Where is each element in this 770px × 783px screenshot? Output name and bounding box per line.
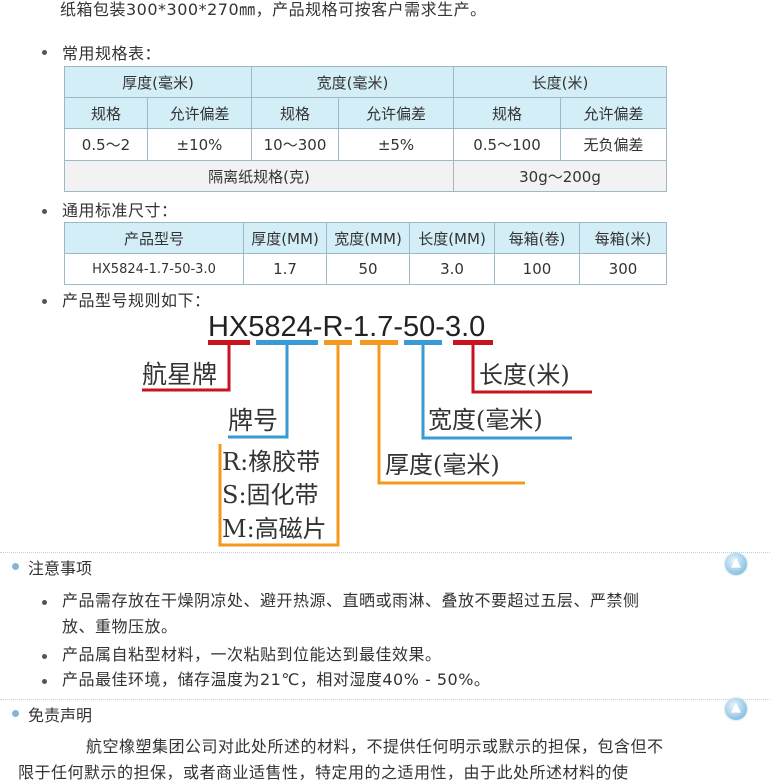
bullet	[42, 299, 47, 304]
disclaimer-title: 免责声明	[28, 706, 93, 725]
model-rule-title: 产品型号规则如下：	[62, 291, 211, 310]
std-cell: 3.0	[409, 253, 495, 285]
note-item: 产品最佳环境，储存温度为21℃，相对湿度40% - 50%。	[62, 670, 491, 689]
width-connector	[421, 345, 572, 440]
subheader: 允许偏差	[338, 97, 454, 129]
spec-table: 厚度(毫米) 宽度(毫米) 长度(米) 规格 允许偏差 规格 允许偏差 规格 允…	[64, 66, 667, 192]
standard-table: 产品型号 厚度(MM) 宽度(MM) 长度(MM) 每箱(卷) 每箱(米) HX…	[64, 222, 667, 285]
packaging-text: 纸箱包装300*300*270㎜，产品规格可按客户需求生产。	[60, 0, 487, 19]
thickness-label: 厚度(毫米)	[385, 451, 500, 479]
section-divider	[0, 552, 770, 553]
type-m-label: M:高磁片	[222, 515, 327, 543]
table-cell: ±10%	[147, 128, 252, 161]
note-item-cont: 放、重物压放。	[62, 617, 178, 636]
thickness-connector	[377, 345, 525, 485]
number-connector	[228, 345, 289, 439]
brand-label: 航星牌	[142, 360, 217, 389]
header-width: 宽度(毫米)	[251, 66, 454, 98]
spec-table-title: 常用规格表：	[62, 44, 162, 63]
type-r-label: R:橡胶带	[222, 448, 320, 476]
subheader: 允许偏差	[147, 97, 252, 129]
std-header: 长度(MM)	[409, 222, 495, 254]
note-item: 产品需存放在干燥阴凉处、避开热源、直晒或雨淋、叠放不要超过五层、严禁侧	[62, 591, 640, 610]
bullet	[42, 50, 47, 55]
std-cell: 50	[326, 253, 410, 285]
subheader: 规格	[453, 97, 561, 129]
paper-value: 30g～200g	[453, 160, 667, 192]
header-thickness: 厚度(毫米)	[64, 66, 252, 98]
std-cell: HX5824-1.7-50-3.0	[64, 253, 244, 285]
length-connector	[471, 345, 592, 394]
type-connector	[218, 345, 340, 547]
paper-label: 隔离纸规格(克)	[64, 160, 454, 192]
std-header: 厚度(MM)	[243, 222, 327, 254]
table-cell: 0.5～100	[453, 128, 561, 161]
bullet	[42, 679, 47, 684]
brand-connector	[142, 345, 231, 392]
thickness-underline	[360, 340, 398, 345]
header-length: 长度(米)	[453, 66, 667, 98]
standard-title: 通用标准尺寸：	[62, 201, 178, 220]
brand-underline	[208, 340, 250, 345]
back-to-top-icon[interactable]: ▲	[725, 698, 747, 720]
table-cell: 10～300	[251, 128, 339, 161]
number-underline	[256, 340, 318, 345]
bullet	[42, 600, 47, 605]
std-header: 宽度(MM)	[326, 222, 410, 254]
std-header: 每箱(米)	[579, 222, 667, 254]
subheader: 规格	[251, 97, 339, 129]
model-code: HX5824-R-1.7-50-3.0	[208, 311, 485, 343]
type-underline	[324, 340, 352, 345]
disclaimer-text-cont: 限于任何默示的担保，或者商业适售性，特定用的之适用性，由于此处所述材料的使	[18, 763, 629, 782]
std-header: 每箱(卷)	[494, 222, 580, 254]
length-underline	[453, 340, 493, 345]
table-cell: 无负偏差	[560, 128, 667, 161]
section-divider	[0, 699, 770, 700]
subheader: 规格	[64, 97, 148, 129]
disclaimer-text: 航空橡塑集团公司对此处所述的材料，不提供任何明示或默示的担保，包含但不	[86, 737, 664, 756]
section-dot-icon	[12, 710, 19, 717]
std-cell: 300	[579, 253, 667, 285]
back-to-top-icon[interactable]: ▲	[725, 553, 747, 575]
std-header: 产品型号	[64, 222, 244, 254]
section-dot-icon	[12, 563, 19, 570]
bullet	[42, 654, 47, 659]
bullet	[42, 209, 47, 214]
model-rule-diagram: HX5824-R-1.7-50-3.0 航星牌 牌号 R:橡胶带 S:固化带 M…	[142, 311, 592, 547]
length-label: 长度(米)	[479, 361, 570, 389]
table-cell: 0.5～2	[64, 128, 148, 161]
note-item: 产品属自粘型材料，一次粘贴到位能达到最佳效果。	[62, 645, 442, 664]
width-underline	[404, 340, 442, 345]
std-cell: 100	[494, 253, 580, 285]
notes-title: 注意事项	[28, 559, 93, 578]
number-label: 牌号	[228, 406, 278, 435]
table-cell: ±5%	[338, 128, 454, 161]
std-cell: 1.7	[243, 253, 327, 285]
type-s-label: S:固化带	[222, 481, 319, 509]
subheader: 允许偏差	[560, 97, 667, 129]
width-label: 宽度(毫米)	[428, 406, 543, 434]
